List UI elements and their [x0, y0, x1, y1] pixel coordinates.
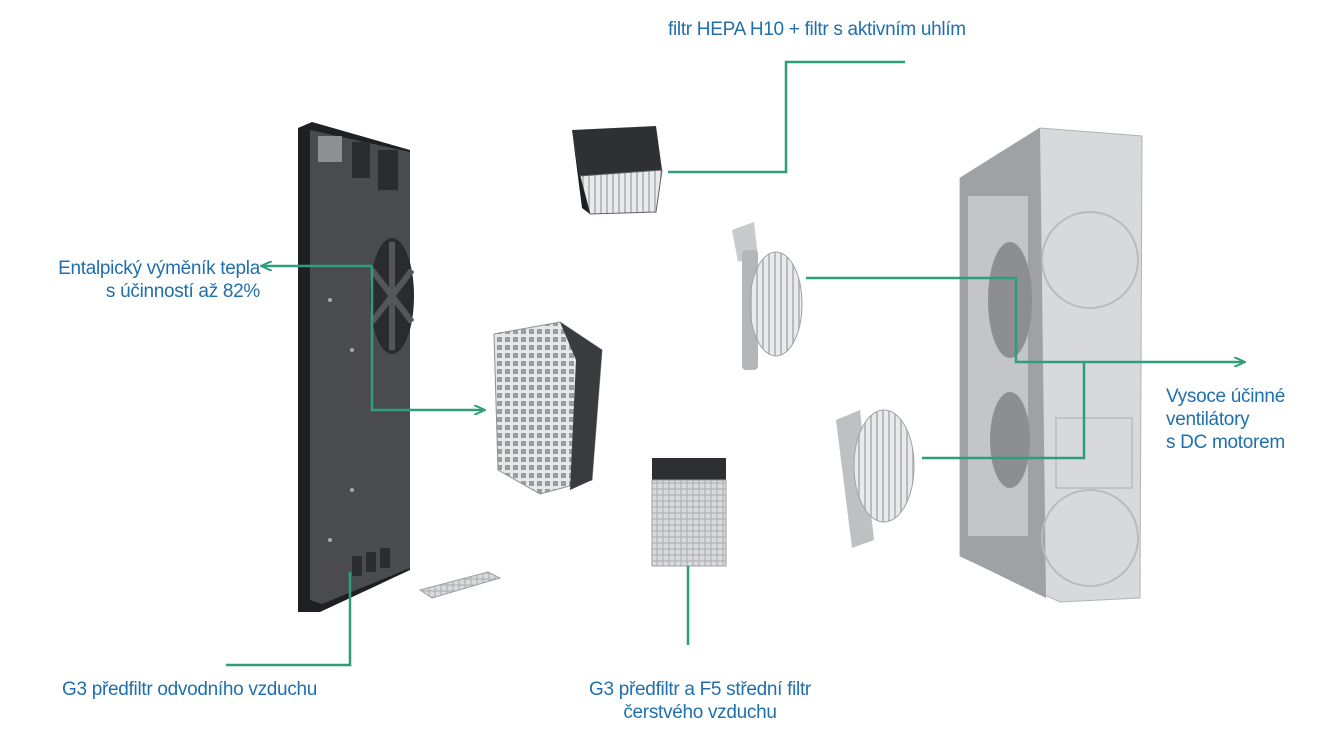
- hepa-leader-line: [668, 60, 905, 174]
- label-fans: Vysoce účinné ventilátory s DC motorem: [1166, 385, 1285, 454]
- label-fresh-air-filter-line-2: čerstvého vzduchu: [623, 702, 777, 723]
- heat-exchanger-vent-icon: [369, 238, 415, 354]
- label-exhaust-prefilter: G3 předfiltr odvodního vzduchu: [62, 678, 317, 701]
- right-housing: [959, 127, 1143, 603]
- leader-lines: [226, 60, 1244, 667]
- label-heat-exchanger-line-2: s účinností až 82%: [105, 281, 260, 302]
- fresh-air-filter-part: [651, 458, 727, 567]
- upper-fan-part: [732, 222, 803, 370]
- label-fans-line-2: ventilátory: [1166, 409, 1250, 430]
- heat-exchanger-to-cube-line: [370, 266, 484, 410]
- label-exhaust-prefilter-text: G3 předfiltr odvodního vzduchu: [62, 679, 318, 700]
- fans-leader-lower: [922, 362, 1086, 460]
- label-fresh-air-filter-line-1: G3 předfiltr a F5 střední filtr: [589, 679, 811, 700]
- label-fans-line-1: Vysoce účinné: [1166, 386, 1285, 407]
- label-heat-exchanger: Entalpický výměník tepla s účinností až …: [20, 257, 260, 303]
- fans-leader-upper: [806, 276, 1244, 362]
- label-hepa-filter: filtr HEPA H10 + filtr s aktivním uhlím: [668, 18, 966, 41]
- exhaust-prefilter-leader-line: [226, 572, 352, 667]
- heat-exchanger-part: [493, 321, 603, 495]
- label-fans-line-3: s DC motorem: [1166, 432, 1285, 453]
- label-fresh-air-filter: G3 předfiltr a F5 střední filtr čerstvéh…: [555, 678, 845, 724]
- left-panel: [298, 122, 415, 612]
- label-hepa-filter-text: filtr HEPA H10 + filtr s aktivním uhlím: [668, 19, 966, 40]
- label-heat-exchanger-line-1: Entalpický výměník tepla: [58, 258, 260, 279]
- lower-fan-part: [836, 409, 915, 548]
- exhaust-prefilter-part: [418, 571, 502, 599]
- hepa-filter-part: [572, 126, 663, 215]
